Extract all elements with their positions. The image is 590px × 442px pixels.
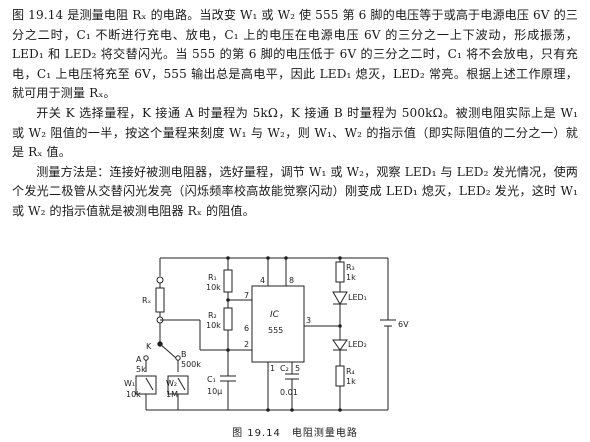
pin-7-label: 7 (244, 291, 249, 300)
paragraph-2: 开关 K 选择量程，K 接通 A 时量程为 5kΩ，K 接通 B 时量程为 50… (12, 105, 578, 160)
contact-b-label: B (181, 350, 187, 359)
c1-label: C₁ (207, 375, 216, 384)
led2-label: LED₂ (348, 340, 367, 349)
paragraph-1: 图 19.14 是测量电阻 Rₓ 的电路。当改变 W₁ 或 W₂ 使 555 第… (12, 8, 578, 101)
pin-2-label: 2 (244, 340, 249, 349)
r3-value: 1k (346, 273, 356, 282)
paragraph-3: 测量方法是：连接好被测电阻器，选好量程，调节 W₁ 或 W₂，观察 LED₁ 与… (12, 164, 578, 218)
contact-a-label: A (136, 355, 142, 364)
w1-value: 10k (126, 390, 141, 399)
pin-6-label: 6 (244, 324, 249, 333)
pin-1-label: 1 (270, 364, 275, 373)
w2-label: W₂ (166, 379, 177, 388)
r4-value: 1k (346, 377, 356, 386)
r2-label: R₂ (208, 311, 217, 320)
pin-8-label: 8 (289, 276, 294, 285)
pin-4-label: 4 (260, 276, 265, 285)
rx-label: Rₓ (142, 296, 152, 305)
c1-value: 10μ (207, 387, 222, 396)
contact-b-value: 500k (181, 360, 201, 369)
c2-value: 0.01 (280, 388, 298, 397)
figure-caption: 图 19.14 电阻测量电路 (232, 428, 358, 439)
contact-a-value: 5k (136, 365, 146, 374)
ic-part-number: 555 (268, 326, 283, 335)
r2-value: 10k (206, 321, 221, 330)
r3-label: R₃ (346, 263, 355, 272)
w2-value: 1M (166, 390, 178, 399)
document-text: 图 19.14 是测量电阻 Rₓ 的电路。当改变 W₁ 或 W₂ 使 555 第… (12, 6, 578, 222)
ic-label: IC (270, 310, 280, 320)
supply-voltage-label: 6V (398, 320, 409, 329)
c2-label: C₂ (280, 364, 289, 373)
r4-label: R₄ (346, 367, 355, 376)
pin-5-label: 5 (295, 364, 300, 373)
w1-label: W₁ (124, 379, 135, 388)
switch-k-label: K (146, 342, 152, 351)
r1-value: 10k (206, 283, 221, 292)
pin-3-label: 3 (306, 316, 311, 325)
r1-label: R₁ (208, 273, 217, 282)
led1-label: LED₁ (348, 293, 367, 302)
